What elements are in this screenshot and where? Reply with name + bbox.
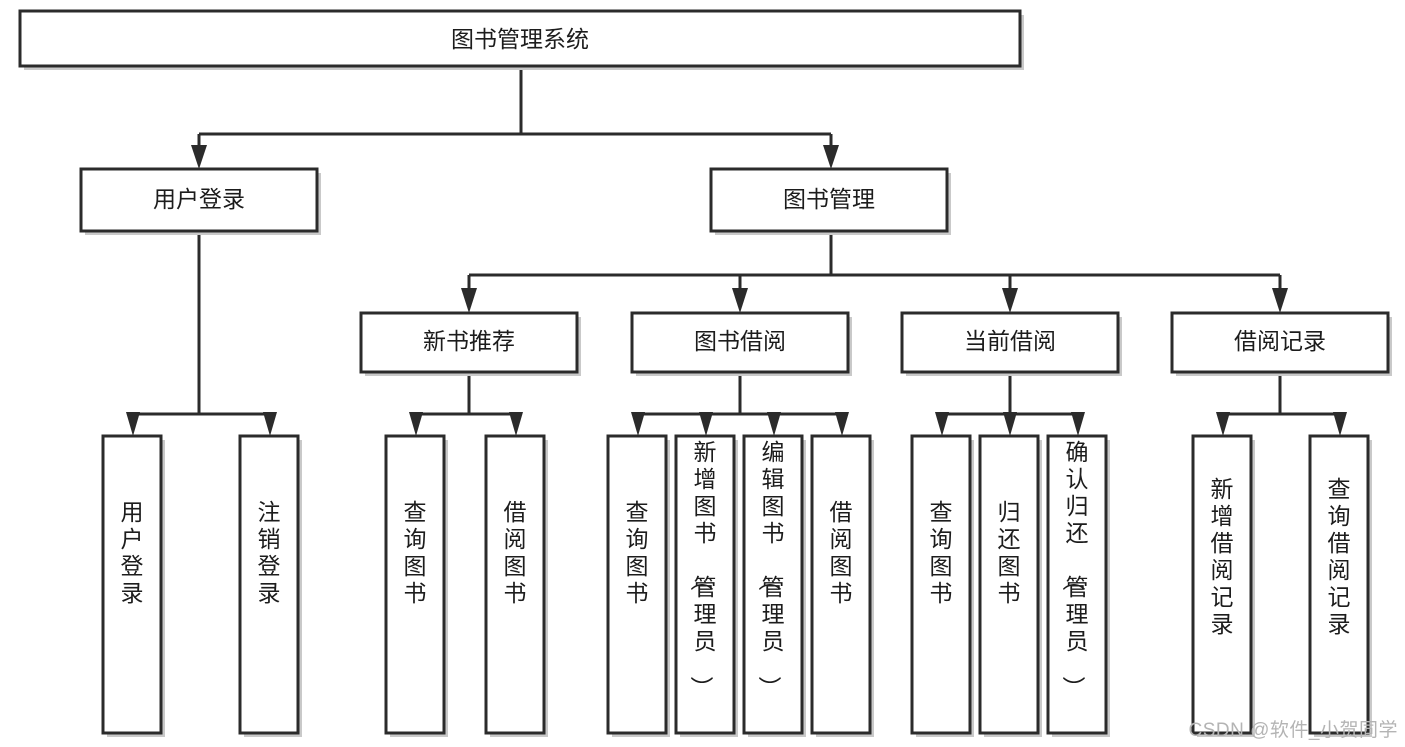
arrowhead-book-borrow (732, 288, 748, 313)
leaf-node-return-book[interactable]: 归还图书 (978, 434, 1042, 737)
leaf-user-login-label: 用户登录 (121, 499, 144, 606)
leaf-node-borrow-book-1[interactable]: 借阅图书 (484, 434, 548, 737)
leaf-edit-book-label: 编辑图书（管理员） (757, 439, 785, 699)
leaf-node-logout[interactable]: 注销登录 (238, 434, 302, 737)
connectors-root-to-level2 (191, 66, 839, 169)
node-root-label: 图书管理系统 (451, 26, 589, 52)
leaf-add-book-box (674, 434, 736, 735)
arrowhead-leaf-return-book (1003, 412, 1017, 436)
leaf-query-book-3-label: 查询图书 (930, 499, 953, 606)
leaf-return-book-label: 归还图书 (998, 499, 1021, 606)
connectors-book-manage-to-level3 (461, 233, 1288, 313)
node-current-borrow[interactable]: 当前借阅 (900, 311, 1122, 376)
node-borrow-record[interactable]: 借阅记录 (1170, 311, 1392, 376)
leaf-borrow-book-2-label: 借阅图书 (830, 499, 853, 606)
node-borrow-record-label: 借阅记录 (1234, 328, 1326, 354)
leaf-node-add-book[interactable]: 新增图书（管理员） (674, 434, 738, 737)
connectors-current-borrow-to-leaves (935, 374, 1085, 436)
leaf-borrow-book-1-label: 借阅图书 (504, 499, 527, 606)
leaf-logout-label: 注销登录 (258, 499, 281, 606)
leaf-query-book-2-box (606, 434, 668, 735)
node-book-borrow[interactable]: 图书借阅 (630, 311, 852, 376)
leaf-logout-box (238, 434, 300, 735)
node-book-borrow-label: 图书借阅 (694, 328, 786, 354)
leaf-add-record-box (1191, 434, 1253, 735)
csdn-watermark: CSDN @软件_小贺同学 (1189, 719, 1398, 741)
node-current-borrow-label: 当前借阅 (964, 328, 1056, 354)
node-book-manage[interactable]: 图书管理 (709, 167, 951, 235)
connectors-new-book-rec-to-leaves (409, 374, 523, 436)
node-user-login[interactable]: 用户登录 (79, 167, 321, 235)
arrowhead-new-book-rec (461, 288, 477, 313)
node-new-book-rec-box (359, 311, 579, 374)
leaf-query-book-1-box (384, 434, 446, 735)
arrowhead-leaf-query-record (1333, 412, 1347, 436)
arrowhead-book-manage (823, 145, 839, 169)
leaf-node-confirm-return[interactable]: 确认归还（管理员） (1046, 434, 1110, 737)
node-user-login-label: 用户登录 (153, 186, 245, 212)
connectors-book-borrow-to-leaves (631, 374, 849, 436)
leaf-query-book-3-box (910, 434, 972, 735)
connectors-borrow-record-to-leaves (1216, 374, 1347, 436)
leaf-node-user-login[interactable]: 用户登录 (101, 434, 165, 737)
arrowhead-leaf-logout (263, 412, 277, 436)
arrowhead-leaf-query-book-3 (935, 412, 949, 436)
leaf-node-query-book-2[interactable]: 查询图书 (606, 434, 670, 737)
node-book-manage-box (709, 167, 949, 233)
node-user-login-box (79, 167, 319, 233)
leaf-confirm-return-box (1046, 434, 1108, 735)
node-book-borrow-box (630, 311, 850, 374)
leaf-confirm-return-label: 确认归还（管理员） (1061, 439, 1089, 699)
node-root-box (18, 9, 1022, 68)
leaf-node-query-book-1[interactable]: 查询图书 (384, 434, 448, 737)
leaf-query-record-box (1308, 434, 1370, 735)
leaf-edit-book-box (742, 434, 804, 735)
arrowhead-leaf-borrow-book-2 (835, 412, 849, 436)
connectors-user-login-to-leaves (126, 233, 277, 436)
leaf-node-borrow-book-2[interactable]: 借阅图书 (810, 434, 874, 737)
leaf-query-record-label: 查询借阅记录 (1328, 476, 1351, 637)
leaf-query-book-1-label: 查询图书 (404, 499, 427, 606)
arrowhead-borrow-record (1272, 288, 1288, 313)
arrowhead-leaf-add-record (1216, 412, 1230, 436)
arrowhead-leaf-query-book-1 (409, 412, 423, 436)
arrowhead-leaf-query-book-2 (631, 412, 645, 436)
arrowhead-leaf-confirm-return (1071, 412, 1085, 436)
leaf-user-login-box (101, 434, 163, 735)
leaf-node-query-record[interactable]: 查询借阅记录 (1308, 434, 1372, 737)
leaf-borrow-book-1-box (484, 434, 546, 735)
leaf-node-add-record[interactable]: 新增借阅记录 (1191, 434, 1255, 737)
leaf-node-query-book-3[interactable]: 查询图书 (910, 434, 974, 737)
leaf-query-book-2-label: 查询图书 (626, 499, 649, 606)
arrowhead-leaf-edit-book (767, 412, 781, 436)
node-book-manage-label: 图书管理 (783, 186, 875, 212)
leaf-add-book-label: 新增图书（管理员） (689, 439, 717, 699)
leaf-return-book-box (978, 434, 1040, 735)
arrowhead-user-login (191, 145, 207, 169)
arrowhead-leaf-add-book (699, 412, 713, 436)
leaf-node-edit-book[interactable]: 编辑图书（管理员） (742, 434, 806, 737)
node-current-borrow-box (900, 311, 1120, 374)
arrowhead-leaf-user-login (126, 412, 140, 436)
node-new-book-rec-label: 新书推荐 (423, 328, 515, 354)
node-borrow-record-box (1170, 311, 1390, 374)
arrowhead-leaf-borrow-book-1 (509, 412, 523, 436)
node-root[interactable]: 图书管理系统 (18, 9, 1024, 70)
node-new-book-rec[interactable]: 新书推荐 (359, 311, 581, 376)
leaf-borrow-book-2-box (810, 434, 872, 735)
leaf-add-record-label: 新增借阅记录 (1211, 476, 1234, 637)
arrowhead-current-borrow (1002, 288, 1018, 313)
